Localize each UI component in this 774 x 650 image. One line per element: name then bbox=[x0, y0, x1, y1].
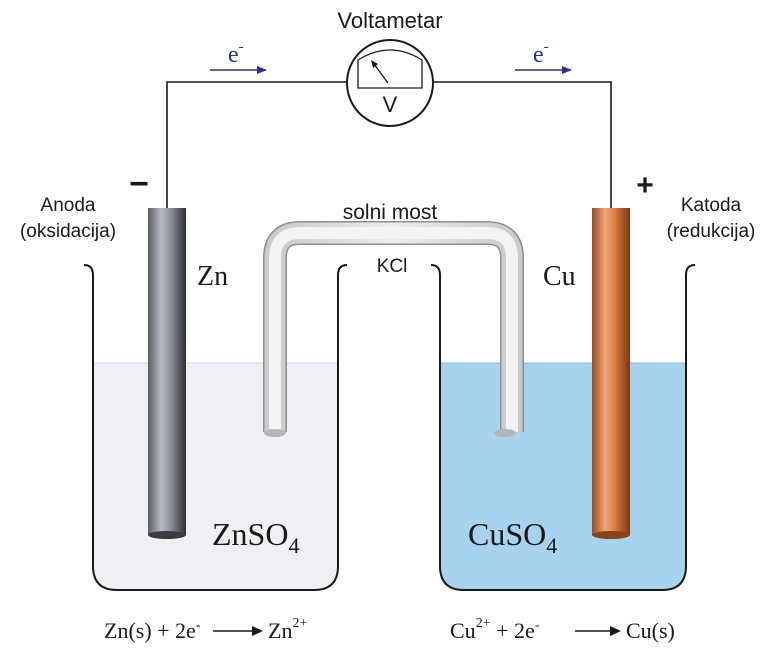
voltmeter-dial bbox=[357, 49, 423, 89]
salt-bridge-label: solni most bbox=[343, 201, 438, 224]
electron-flow-right: e- bbox=[515, 39, 572, 74]
cu-metal-label: Cu bbox=[543, 261, 576, 292]
zn-metal-label: Zn bbox=[197, 261, 228, 292]
svg-text:Zn(s) + 2e-: Zn(s) + 2e- bbox=[104, 618, 201, 643]
zn-solution-label: ZnSO4 bbox=[212, 516, 299, 558]
salt-bridge-electrolyte: KCl bbox=[377, 256, 408, 277]
zn-solution bbox=[93, 363, 338, 590]
anode-sublabel: (oksidacija) bbox=[20, 221, 116, 242]
zn-electrode bbox=[148, 208, 186, 535]
cathode-equation: Cu2+ + 2e- Cu(s) bbox=[450, 616, 675, 643]
anode-label: Anoda bbox=[41, 195, 96, 216]
wire-cathode bbox=[433, 81, 612, 208]
cathode-label: Katoda bbox=[681, 195, 742, 216]
salt-bridge bbox=[263, 221, 524, 437]
zn-beaker bbox=[83, 264, 348, 591]
cathode-sublabel: (redukcija) bbox=[667, 221, 756, 242]
reaction-arrow-head-icon bbox=[252, 626, 263, 636]
svg-text:Cu(s): Cu(s) bbox=[626, 618, 675, 643]
electron-flow-left: e- bbox=[210, 39, 267, 74]
cathode-polarity: + bbox=[636, 169, 654, 202]
voltmeter-title: Voltametar bbox=[337, 8, 442, 33]
bridge-left-opening bbox=[264, 429, 286, 437]
svg-text:Cu2+ + 2e-: Cu2+ + 2e- bbox=[450, 616, 540, 643]
cu-solution-label: CuSO4 bbox=[468, 516, 557, 558]
anode-equation: Zn(s) + 2e- Zn2+ bbox=[104, 616, 307, 643]
bridge-right-opening bbox=[494, 429, 516, 437]
cu-solution bbox=[440, 363, 686, 590]
svg-text:Zn2+: Zn2+ bbox=[268, 616, 307, 643]
needle-tip-icon bbox=[371, 60, 378, 68]
zn-electrode-bottom bbox=[148, 531, 186, 539]
electron-label-left: e- bbox=[228, 39, 244, 68]
cu-electrode-bottom bbox=[592, 531, 630, 539]
voltmeter-needle bbox=[373, 63, 389, 84]
cu-electrode bbox=[592, 208, 630, 535]
cu-beaker bbox=[430, 264, 696, 591]
electron-label-right: e- bbox=[533, 39, 549, 68]
reaction-arrow-head-icon bbox=[610, 626, 621, 636]
wire-anode bbox=[166, 81, 347, 208]
voltmeter: V bbox=[346, 39, 434, 127]
voltmeter-symbol: V bbox=[383, 92, 398, 117]
anode-polarity: − bbox=[129, 165, 149, 203]
